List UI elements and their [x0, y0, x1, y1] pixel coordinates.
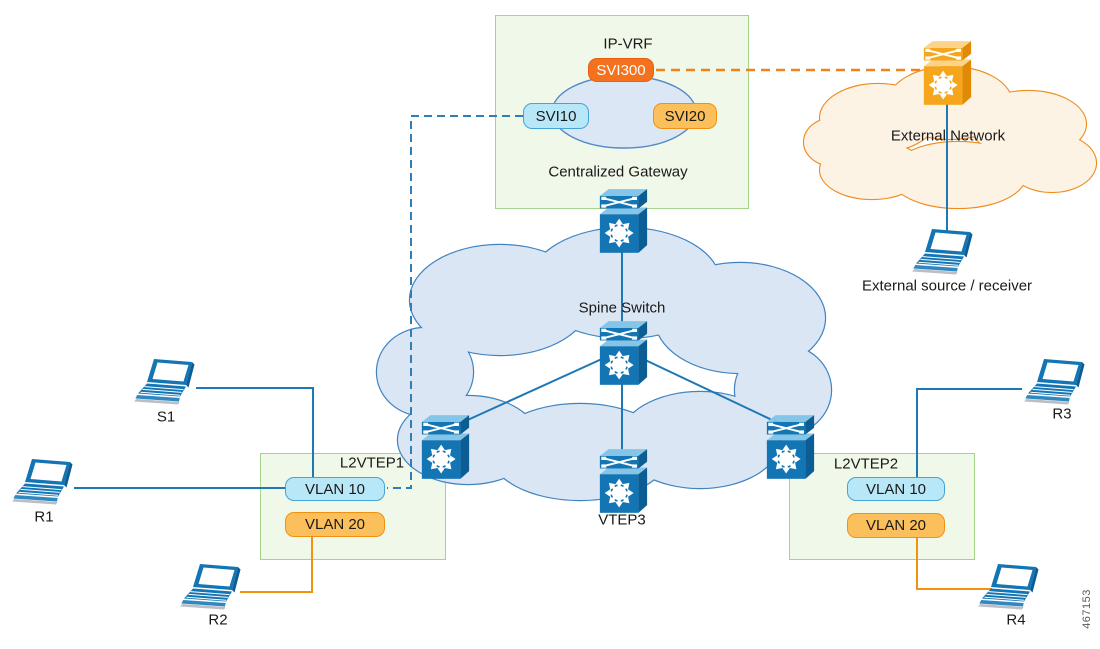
host-r1-label: R1: [34, 508, 54, 526]
host-r3-laptop-icon: [1020, 358, 1086, 411]
l2vtep1-vlan10-chip: VLAN 10: [285, 477, 385, 501]
spine-switch-icon: [596, 320, 650, 391]
link-s1-vlan10: [196, 387, 314, 479]
link-spine-vtep2: [640, 357, 790, 429]
l2vtep2-vlan10-chip: VLAN 10: [847, 477, 945, 501]
ip-vrf-title: IP-VRF: [603, 35, 653, 53]
external-host-laptop-icon: [908, 228, 974, 281]
vtep3-label: VTEP3: [598, 511, 646, 529]
svi20-chip: SVI20: [653, 103, 717, 129]
link-vlan20-r2: [240, 535, 313, 593]
svi300-chip: SVI300: [588, 58, 654, 82]
link-spine-vtep1: [449, 357, 605, 429]
host-s1-label: S1: [156, 408, 176, 426]
external-network-label: External Network: [890, 127, 1006, 145]
l2vtep2-title: L2VTEP2: [833, 455, 899, 473]
l2vtep1-vlan20-chip: VLAN 20: [285, 512, 385, 537]
host-r2-label: R2: [208, 611, 228, 629]
l2vtep1-title: L2VTEP1: [339, 454, 405, 472]
host-r4-label: R4: [1006, 611, 1026, 629]
external-switch-icon: [920, 40, 974, 111]
vtep3-switch-icon: [596, 448, 650, 519]
host-r1-laptop-icon: [8, 458, 74, 511]
link-r3-vlan10: [916, 388, 1022, 479]
centralized-gateway-switch-icon: [596, 188, 650, 259]
figure-number: 467153: [1081, 589, 1093, 629]
l2vtep1-switch-icon: [418, 414, 472, 485]
host-r2-laptop-icon: [176, 563, 242, 616]
dashed-link-svi10-vlan10: [387, 115, 523, 489]
centralized-gateway-label: Centralized Gateway: [548, 163, 688, 181]
spine-switch-label: Spine Switch: [578, 299, 666, 317]
l2vtep2-box: [789, 453, 975, 560]
svi10-chip: SVI10: [523, 103, 589, 129]
external-host-label: External source / receiver: [861, 277, 1033, 295]
host-r4-laptop-icon: [974, 563, 1040, 616]
l2vtep2-switch-icon: [763, 414, 817, 485]
host-s1-laptop-icon: [130, 358, 196, 411]
l2vtep2-vlan20-chip: VLAN 20: [847, 513, 945, 538]
l2vtep1-box: [260, 453, 446, 560]
host-r3-label: R3: [1052, 405, 1072, 423]
link-vlan20-r4: [916, 536, 992, 590]
